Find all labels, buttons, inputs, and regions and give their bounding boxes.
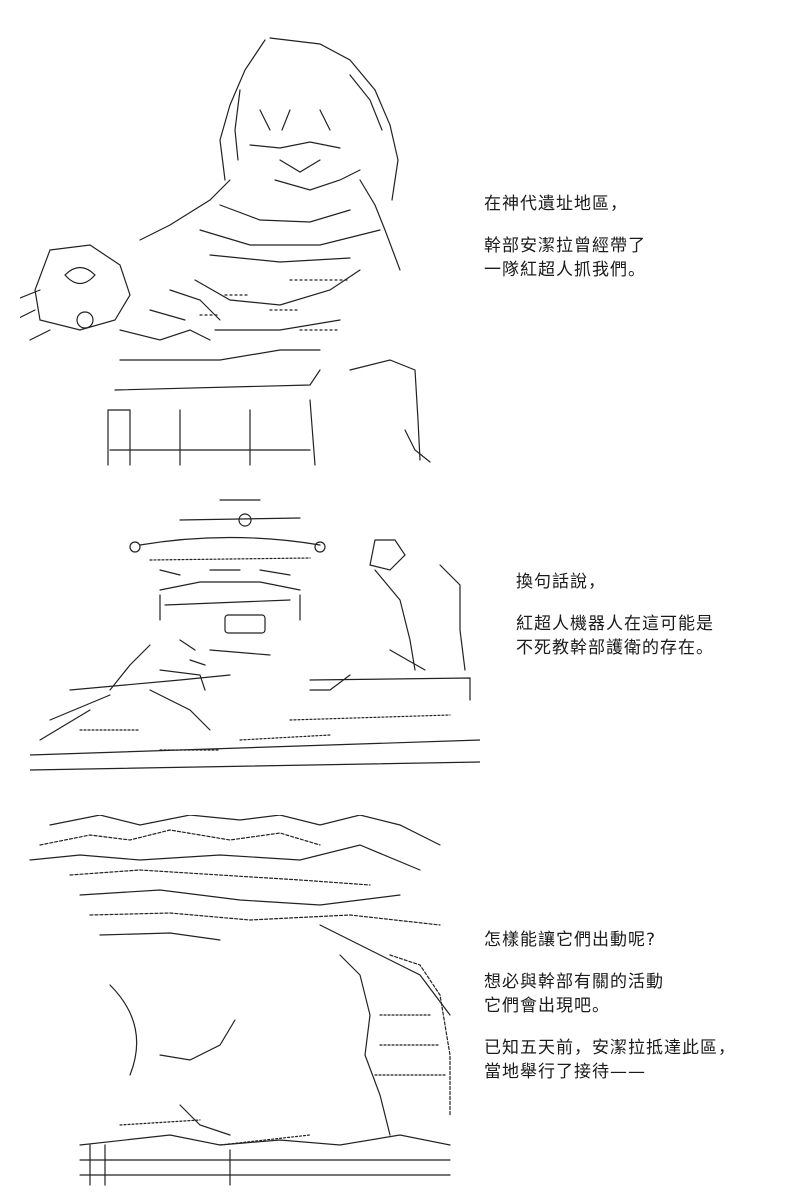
ascii-art-robot-head (30, 490, 480, 780)
panel-2: 換句話說， 紅超人機器人在這可能是 不死教幹部護衛的存在。 (0, 490, 800, 790)
caption-line: 在神代遺址地區， (484, 194, 628, 214)
caption-line: 它們會出現吧。 (484, 996, 610, 1016)
ascii-art-girl-holding-robot (20, 30, 450, 470)
caption-line: 不死教幹部護衛的存在。 (516, 638, 714, 658)
caption-line: 紅超人機器人在這可能是 (516, 614, 714, 634)
panel-1: 在神代遺址地區， 幹部安潔拉曾經帶了 一隊紅超人抓我們。 (0, 0, 800, 490)
caption-line: 換句話說， (516, 572, 606, 592)
caption-line: 想必與幹部有關的活動 (484, 972, 664, 992)
panel-3: 怎樣能讓它們出動呢? 想必與幹部有關的活動 它們會出現吧。 已知五天前，安潔拉抵… (0, 790, 800, 1200)
caption-line: 已知五天前，安潔拉抵達此區， (484, 1038, 736, 1058)
caption-line: 當地舉行了接待—— (484, 1062, 646, 1082)
panel-1-caption: 在神代遺址地區， 幹部安潔拉曾經帶了 一隊紅超人抓我們。 (484, 192, 646, 282)
panel-3-caption: 怎樣能讓它們出動呢? 想必與幹部有關的活動 它們會出現吧。 已知五天前，安潔拉抵… (484, 928, 736, 1084)
caption-line: 怎樣能讓它們出動呢? (484, 930, 657, 950)
caption-line: 幹部安潔拉曾經帶了 (484, 236, 646, 256)
caption-line: 一隊紅超人抓我們。 (484, 260, 646, 280)
ascii-art-ruined-building (20, 815, 470, 1195)
panel-2-caption: 換句話說， 紅超人機器人在這可能是 不死教幹部護衛的存在。 (516, 570, 714, 660)
